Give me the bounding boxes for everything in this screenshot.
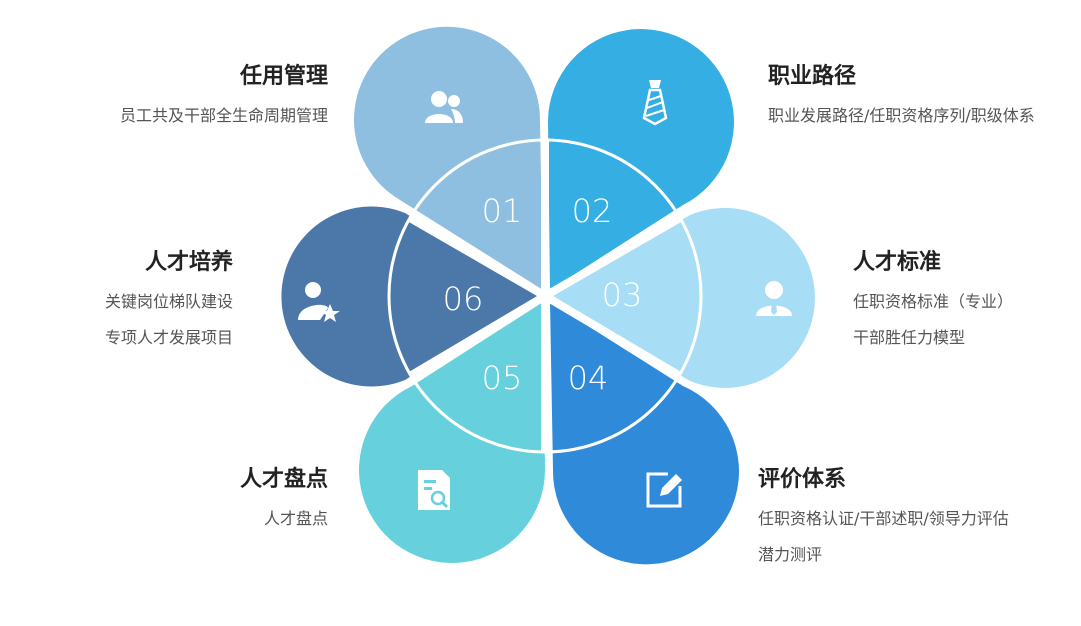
label-02: 职业路径 职业发展路径/任职资格序列/职级体系	[768, 62, 1035, 134]
tie-icon	[642, 80, 668, 126]
petal-06-number: 06	[443, 280, 484, 318]
label-04-title: 评价体系	[758, 467, 847, 492]
label-06-title: 人才培养	[144, 250, 233, 275]
label-06-desc-2: 专项人才发展项目	[104, 328, 233, 347]
label-01: 任用管理 员工共及干部全生命周期管理	[120, 62, 328, 134]
label-01-title: 任用管理	[239, 64, 328, 89]
petal-06: 06	[281, 206, 540, 387]
petal-01-shape	[354, 26, 543, 290]
label-04-desc-2: 潜力测评	[758, 545, 823, 564]
petal-05: 05	[359, 302, 545, 563]
label-05: 人才盘点 人才盘点	[240, 465, 328, 537]
label-01-desc-1: 员工共及干部全生命周期管理	[119, 106, 328, 125]
label-04: 评价体系 任职资格认证/干部述职/领导力评估 潜力测评	[758, 465, 1009, 573]
label-02-desc-1: 职业发展路径/任职资格序列/职级体系	[768, 106, 1035, 125]
label-03-desc-2: 干部胜任力模型	[853, 328, 966, 347]
document-search-icon	[418, 470, 450, 510]
petal-03: 03	[553, 207, 815, 388]
petal-04-shape	[550, 302, 739, 565]
petal-06-shape	[281, 206, 540, 387]
separators	[407, 140, 683, 452]
petal-02: 02	[548, 29, 734, 291]
label-03-desc-1: 任职资格标准（专业）	[853, 292, 1014, 311]
label-06: 人才培养 关键岗位梯队建设 专项人才发展项目	[105, 248, 233, 356]
label-04-desc-1: 任职资格认证/干部述职/领导力评估	[758, 509, 1009, 528]
petal-04: 04	[550, 302, 739, 565]
label-06-desc-1: 关键岗位梯队建设	[104, 292, 233, 311]
label-03-title: 人才标准	[853, 250, 942, 275]
label-05-desc-1: 人才盘点	[263, 509, 328, 528]
label-02-title: 职业路径	[768, 64, 857, 89]
edit-icon	[646, 472, 682, 508]
petal-04-number: 04	[568, 359, 609, 397]
users-icon	[425, 91, 463, 123]
petal-03-shape	[553, 207, 815, 388]
label-03: 人才标准 任职资格标准（专业） 干部胜任力模型	[853, 248, 1013, 356]
petal-02-number: 02	[572, 192, 613, 230]
petal-05-shape	[359, 302, 545, 563]
petal-05-number: 05	[482, 359, 523, 397]
petal-01: 01	[354, 26, 543, 290]
person-icon	[756, 281, 792, 316]
label-05-title: 人才盘点	[239, 467, 328, 492]
person-star-icon	[298, 282, 340, 322]
petal-02-shape	[548, 29, 734, 291]
petal-03-number: 03	[602, 276, 643, 314]
petal-01-number: 01	[482, 192, 523, 230]
